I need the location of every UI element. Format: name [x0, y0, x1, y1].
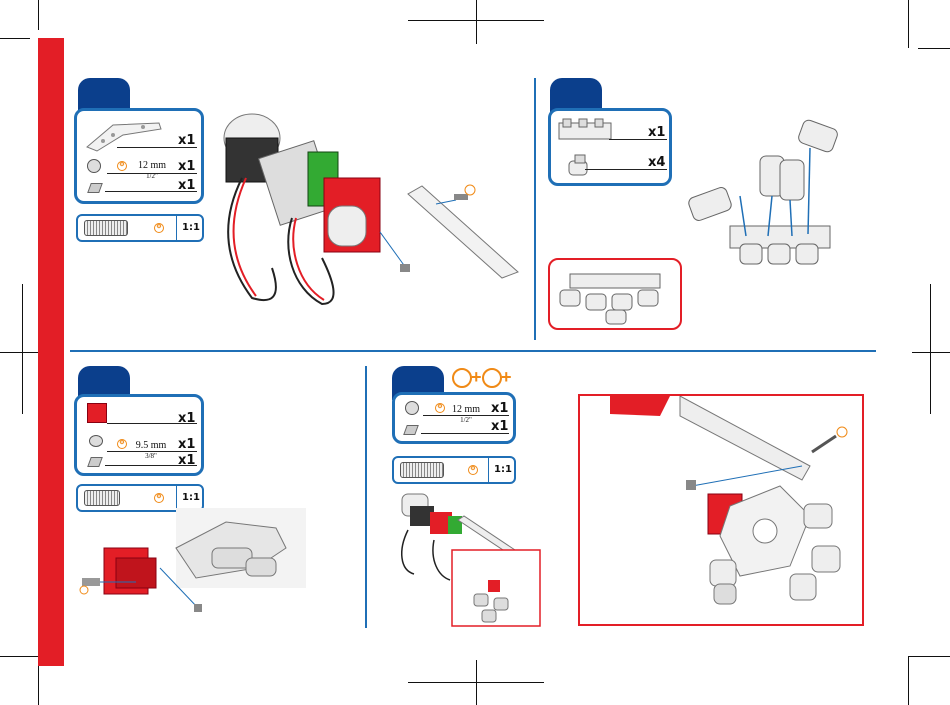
- plus-icon: +: [471, 368, 482, 386]
- part-quantity: x1: [178, 453, 195, 468]
- panel-divider: [534, 78, 536, 340]
- part-callout-icon: ⚙: [154, 223, 164, 233]
- part-callout-icon: ⚙: [468, 465, 478, 475]
- panel-divider: [365, 366, 367, 628]
- finger-result-illustration: [550, 260, 680, 328]
- bracket-hand-illustration: [76, 508, 306, 620]
- screw-icon: [89, 435, 103, 447]
- screw-size-inch: 1/2": [449, 415, 483, 425]
- screw-size-mm: 12 mm: [452, 404, 480, 415]
- previous-step-icon: [452, 368, 472, 388]
- page-edge-bar: [38, 38, 64, 666]
- finger-base-icon: [557, 117, 613, 143]
- scale-ratio: 1:1: [494, 464, 512, 475]
- part-quantity: x1: [178, 159, 195, 174]
- crop-mark: [908, 656, 950, 657]
- crop-mark: [0, 38, 30, 39]
- scale-divider: [176, 216, 177, 240]
- crop-mark: [930, 284, 931, 414]
- part-quantity: x1: [178, 411, 195, 426]
- step-tab: [550, 78, 602, 112]
- crop-mark: [908, 0, 909, 48]
- crop-mark: [476, 660, 477, 705]
- part-quantity: x4: [648, 155, 665, 170]
- screw-size-mm: 12 mm: [138, 160, 166, 171]
- crop-mark: [38, 666, 39, 705]
- crop-mark: [908, 656, 909, 705]
- scale-box: ⚙ 1:1: [392, 456, 516, 484]
- scale-divider: [176, 486, 177, 510]
- crop-mark: [912, 352, 950, 353]
- screw-scale-icon: [84, 490, 120, 506]
- crop-mark: [22, 284, 23, 414]
- part-callout-icon: ⚙: [117, 439, 127, 449]
- nut-icon: [403, 425, 419, 435]
- finger-assembly-illustration: [680, 116, 870, 272]
- screw-size: 12 mm 1/2": [135, 161, 169, 181]
- arm-overview-illustration: [394, 490, 544, 628]
- part-callout-icon: ⚙: [117, 161, 127, 171]
- bracket-icon: [87, 403, 107, 423]
- part-quantity: x1: [491, 401, 508, 416]
- servo-assembly-illustration: [212, 108, 524, 310]
- screw-scale-icon: [84, 220, 128, 236]
- plus-icon: +: [501, 368, 512, 386]
- nut-icon: [87, 457, 103, 467]
- previous-step-icon: [482, 368, 502, 388]
- part-callout-icon: ⚙: [154, 493, 164, 503]
- finger-segment-icon: [567, 153, 591, 179]
- part-quantity: x1: [491, 419, 508, 434]
- parts-box: x1 x4: [548, 108, 672, 186]
- crop-mark: [0, 656, 38, 657]
- part-quantity: x1: [178, 133, 195, 148]
- parts-box: x1 ⚙ 12 mm 1/2" x1 x1: [74, 108, 204, 204]
- crop-mark: [918, 48, 950, 49]
- parts-box: ⚙ 12 mm 1/2" x1 x1: [392, 392, 516, 444]
- detail-view-box: [578, 394, 864, 626]
- part-callout-icon: ⚙: [435, 403, 445, 413]
- scale-box: ⚙ 1:1: [76, 214, 204, 242]
- step-tab: [78, 78, 130, 112]
- finger-result-box: [548, 258, 682, 330]
- scale-divider: [488, 458, 489, 482]
- screw-icon: [405, 401, 419, 415]
- screw-size-mm: 9.5 mm: [136, 440, 167, 451]
- crop-mark: [38, 0, 39, 30]
- crop-mark: [476, 0, 477, 44]
- part-quantity: x1: [178, 178, 195, 193]
- crop-mark: [0, 352, 42, 353]
- scale-ratio: 1:1: [182, 222, 200, 233]
- section-divider: [70, 350, 876, 352]
- screw-icon: [87, 159, 101, 173]
- part-quantity: x1: [178, 437, 195, 452]
- screw-size-inch: 3/8": [133, 451, 169, 461]
- scale-ratio: 1:1: [182, 492, 200, 503]
- hand-attach-illustration: [580, 396, 864, 626]
- nut-icon: [87, 183, 103, 193]
- part-quantity: x1: [648, 125, 665, 140]
- parts-box: x1 ⚙ 9.5 mm 3/8" x1 x1: [74, 394, 204, 476]
- screw-scale-icon: [400, 462, 444, 478]
